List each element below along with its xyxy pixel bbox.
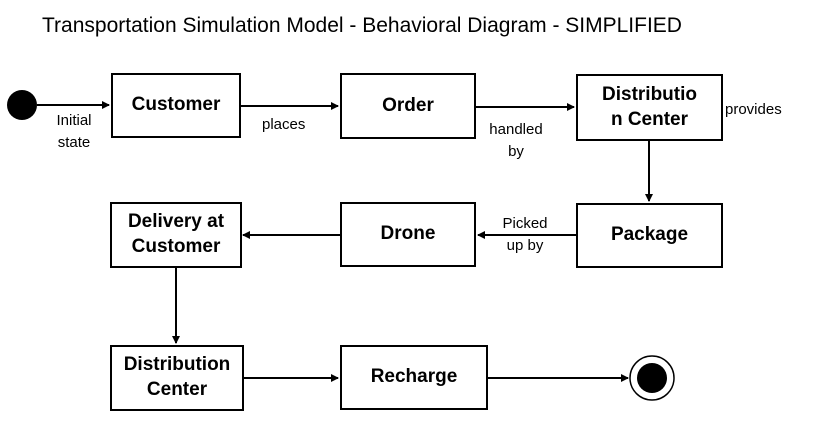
label-picked-up-by: Picked up by (502, 215, 548, 254)
initial-state-node (7, 90, 37, 120)
node-customer: Customer (111, 73, 241, 138)
node-distribution-center-top: Distribution Center (576, 74, 723, 141)
node-distribution-center-bottom: Distribution Center (110, 345, 244, 411)
node-delivery-at-customer: Delivery at Customer (110, 202, 242, 268)
node-package: Package (576, 203, 723, 268)
label-provides: provides (725, 101, 782, 118)
label-handled-by: handled by (489, 121, 543, 160)
node-recharge: Recharge (340, 345, 488, 410)
label-initial-state: Initial state (56, 112, 92, 151)
node-drone: Drone (340, 202, 476, 267)
node-order: Order (340, 73, 476, 139)
final-state-node (637, 363, 667, 393)
diagram-title: Transportation Simulation Model - Behavi… (42, 14, 682, 37)
label-places: places (262, 116, 306, 133)
